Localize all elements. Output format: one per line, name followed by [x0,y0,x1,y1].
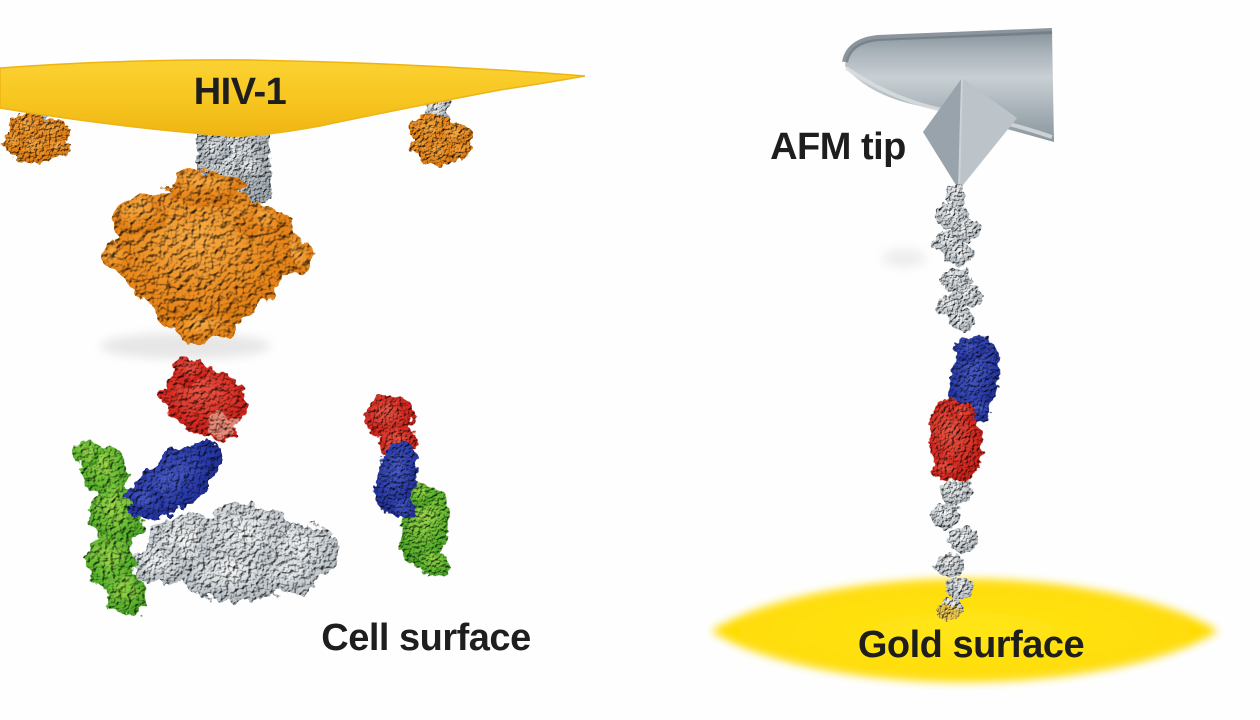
chain-gray-upper [934,184,983,331]
receptor-right-red [364,395,418,457]
receptor-left-blue [128,440,221,520]
receptor-left-red [162,357,247,442]
afm-tip-pyramid [923,77,1017,191]
right-panel: AFM tip [711,28,1218,682]
gold-surface [711,579,1218,682]
afm-tip-label: AFM tip [770,126,906,168]
receptor-right-blue [375,441,418,519]
gold-surface-label: Gold surface [858,624,1084,666]
virus-label: HIV-1 [194,71,287,113]
protein-chain [928,184,1000,620]
receptor-right [364,395,451,576]
receptor-left-green [75,440,147,616]
virus-spike-center-head [104,172,312,340]
chain-gray-lower [931,479,978,620]
spike-shadow [100,333,270,359]
virus-membrane [0,59,586,137]
receptor-left [75,357,247,616]
chain-shadow [882,249,926,267]
surface-protein-gray [132,504,340,602]
cell-surface-label: Cell surface [321,617,530,659]
left-panel: HIV-1 [0,59,586,672]
chain-red-segment [928,398,982,482]
